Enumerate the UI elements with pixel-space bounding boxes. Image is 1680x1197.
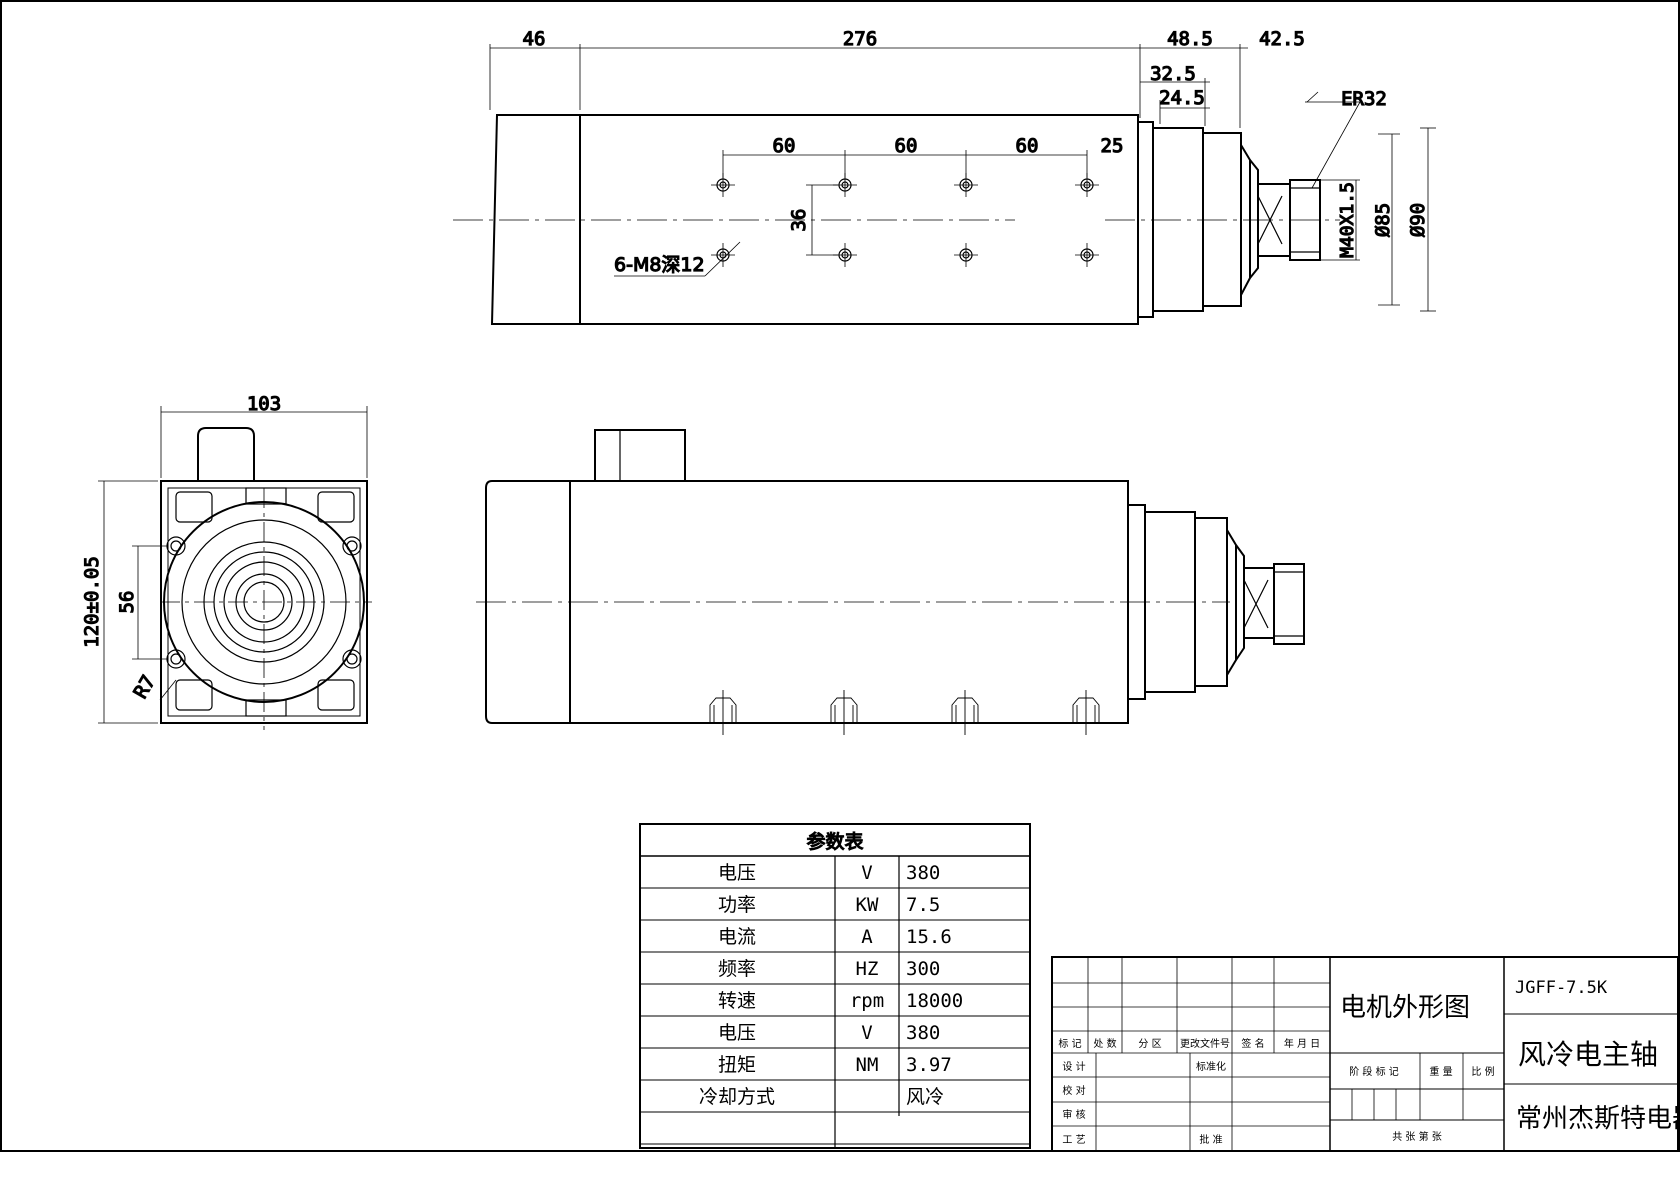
label-er32: ER32 (1341, 88, 1387, 110)
param-value: 18000 (906, 990, 963, 1012)
end-view: 103 120±0.05 56 R7 (80, 392, 372, 730)
tb-standard: 标准化 (1196, 1060, 1226, 1073)
param-value: 300 (906, 958, 940, 980)
tb-hdr-date: 年 月 日 (1284, 1037, 1320, 1050)
param-name: 电压 (718, 862, 756, 884)
tb-approve: 批 准 (1199, 1133, 1222, 1146)
param-name: 扭矩 (718, 1054, 756, 1076)
param-value: 3.97 (906, 1054, 952, 1076)
parameter-table: 参数表 电压 V 380 功率 KW 7.5 电流 A 15.6 频率 HZ 300 转速 rpm 1800… (639, 823, 1031, 1149)
product-name: 风冷电主轴 (1518, 1038, 1658, 1071)
dim-46: 46 (523, 28, 546, 50)
label-holes: 6-M8深12 (614, 254, 705, 276)
dim-36: 36 (788, 209, 810, 232)
dim-42-5: 42.5 (1259, 28, 1305, 50)
dim-dia-85: Ø85 (1372, 203, 1394, 237)
company-name: 常州杰斯特电器 (1516, 1104, 1680, 1134)
tb-hdr-mark: 标 记 (1058, 1038, 1081, 1050)
dim-276: 276 (843, 28, 877, 50)
param-value: 风冷 (906, 1086, 944, 1108)
dim-120: 120±0.05 (81, 556, 103, 648)
tb-hdr-change-doc: 更改文件号 (1180, 1037, 1230, 1050)
tb-hdr-zone: 分 区 (1138, 1038, 1161, 1050)
param-table-title: 参数表 (806, 831, 863, 853)
param-name: 冷却方式 (699, 1086, 775, 1108)
param-unit: NM (856, 1054, 879, 1076)
param-unit: V (861, 862, 872, 884)
side-view (476, 429, 1305, 735)
param-value: 380 (906, 862, 940, 884)
title-block: 标 记 处 数 分 区 更改文件号 签 名 年 月 日 设 计 标准化 校 对 … (1051, 956, 1680, 1152)
dim-103: 103 (247, 393, 281, 415)
label-thread: M40X1.5 (1337, 182, 1358, 258)
param-unit: rpm (850, 990, 884, 1012)
param-unit: HZ (856, 958, 879, 980)
param-name: 转速 (718, 990, 756, 1012)
drawing-frame (0, 0, 1680, 1152)
param-value: 7.5 (906, 894, 940, 916)
tb-hdr-sign: 签 名 (1241, 1037, 1264, 1050)
dim-dia-90: Ø90 (1407, 203, 1429, 237)
param-value: 380 (906, 1022, 940, 1044)
side-thread-holes (709, 690, 1100, 735)
mounting-holes (711, 173, 1099, 267)
param-unit: A (861, 926, 873, 948)
drawing-title: 电机外形图 (1340, 993, 1470, 1023)
dim-24-5: 24.5 (1159, 87, 1205, 109)
top-view: 46 276 48.5 42.5 32.5 24.5 ER32 60 60 60… (453, 27, 1436, 325)
tb-sheets: 共 张 第 张 (1392, 1130, 1442, 1143)
tb-design: 设 计 (1062, 1060, 1085, 1073)
dim-60-b: 60 (895, 135, 918, 157)
tb-review: 审 核 (1062, 1108, 1085, 1121)
param-name: 电流 (718, 926, 756, 948)
dim-56: 56 (116, 591, 138, 614)
param-name: 功率 (718, 894, 756, 916)
param-name: 电压 (718, 1022, 756, 1044)
tb-check: 校 对 (1062, 1084, 1085, 1097)
param-unit: V (861, 1022, 872, 1044)
param-unit: KW (856, 894, 879, 916)
dim-60-a: 60 (773, 135, 796, 157)
tb-stage: 阶 段 标 记 (1349, 1065, 1399, 1078)
top-dimension-lines (489, 44, 1436, 312)
dim-25: 25 (1101, 135, 1124, 157)
dim-32-5: 32.5 (1150, 63, 1196, 85)
tb-process: 工 艺 (1062, 1134, 1085, 1146)
model-number: JGFF-7.5K (1515, 978, 1608, 998)
tb-hdr-count: 处 数 (1093, 1037, 1116, 1050)
tb-scale: 比 例 (1471, 1065, 1494, 1078)
param-value: 15.6 (906, 926, 952, 948)
dim-60-c: 60 (1016, 135, 1039, 157)
dim-48-5: 48.5 (1167, 28, 1213, 50)
dim-r7: R7 (130, 672, 160, 703)
tb-weight: 重 量 (1429, 1065, 1452, 1078)
param-name: 频率 (718, 958, 756, 980)
